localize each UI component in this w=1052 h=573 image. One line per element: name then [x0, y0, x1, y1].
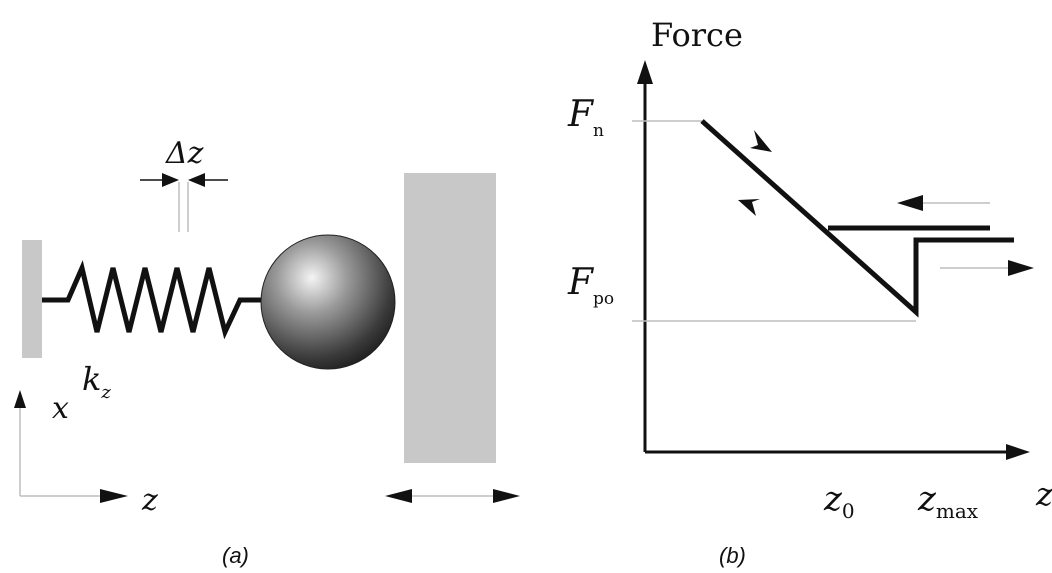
z0-label: z0	[823, 479, 855, 523]
fn-label: Fn	[567, 94, 604, 141]
oscillation-arrow-left	[385, 489, 412, 503]
force-axis-arrow	[637, 60, 653, 84]
z-axis-arrow	[100, 489, 128, 503]
zmax-label: zmax	[917, 479, 979, 523]
delta-z-arrow-right	[188, 173, 205, 187]
z-axis-b-label: z	[1035, 475, 1052, 513]
panel-a: Δz kz x z (a)	[14, 136, 520, 568]
approach-arrow-head	[897, 195, 923, 211]
force-axis-label: Force	[651, 16, 743, 54]
oscillation-arrow-right	[493, 489, 520, 503]
caption-b: (b)	[719, 543, 746, 568]
fixed-wall	[22, 240, 42, 358]
spring-constant-label: kz	[82, 360, 111, 403]
retract-arrow-head	[1008, 260, 1034, 276]
loading-arrowhead	[750, 130, 772, 152]
delta-z-label: Δz	[165, 136, 204, 171]
z-axis-b-arrow	[1006, 444, 1030, 460]
force-curve	[700, 119, 1014, 318]
caption-a: (a)	[222, 543, 249, 568]
spring	[42, 260, 262, 340]
panel-b: Force z Fn Fpo z0 zmax (b)	[567, 16, 1052, 568]
delta-z-arrow-left	[162, 173, 179, 187]
x-axis-arrow	[14, 390, 26, 408]
probe-sphere	[260, 234, 396, 370]
z-axis-label: z	[141, 483, 158, 518]
unloading-arrowhead	[738, 199, 760, 216]
x-axis-label: x	[52, 391, 69, 426]
sample-surface	[404, 173, 496, 463]
fpo-label: Fpo	[567, 262, 614, 309]
